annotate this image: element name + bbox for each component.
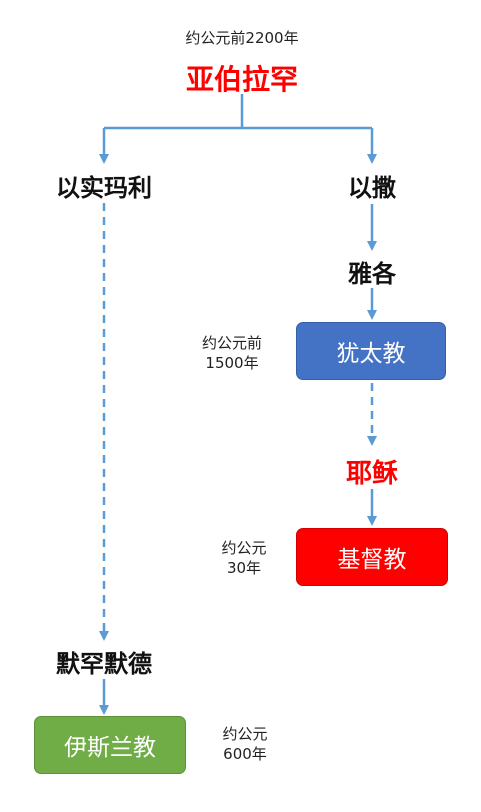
islam-date-line2: 600年	[223, 745, 267, 763]
judaism-date-line2: 1500年	[205, 354, 259, 372]
figure-jesus: 耶稣	[345, 459, 398, 489]
box-judaism-label: 犹太教	[336, 341, 406, 367]
root-name-abraham: 亚伯拉罕	[185, 63, 298, 96]
box-islam-label: 伊斯兰教	[64, 735, 156, 761]
descendant-jacob: 雅各	[348, 260, 396, 288]
branch-isaac: 以撒	[348, 174, 396, 202]
christianity-date: 约公元 30年	[204, 538, 284, 578]
box-christianity-label: 基督教	[337, 547, 407, 573]
descendant-muhammad: 默罕默德	[56, 650, 152, 678]
box-judaism: 犹太教	[296, 322, 446, 380]
box-christianity: 基督教	[296, 528, 448, 586]
judaism-date: 约公元前 1500年	[190, 333, 274, 373]
branch-ishmael: 以实玛利	[56, 174, 152, 202]
root-date: 约公元前2200年	[185, 29, 299, 47]
christianity-date-line1: 约公元	[221, 539, 267, 557]
islam-date: 约公元 600年	[206, 724, 284, 764]
box-islam: 伊斯兰教	[34, 716, 186, 774]
christianity-date-line2: 30年	[226, 559, 262, 577]
islam-date-line1: 约公元	[222, 725, 268, 743]
judaism-date-line1: 约公元前	[201, 334, 262, 352]
